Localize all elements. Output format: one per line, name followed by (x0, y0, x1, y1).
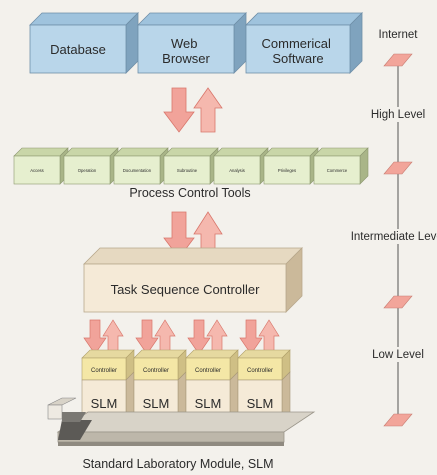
up-arrow-icon (154, 319, 176, 355)
tool-label: Subroutine (177, 168, 198, 173)
level-marker-icon (383, 413, 413, 427)
tool-label: Access (30, 168, 44, 173)
task-sequence-controller-label: Task Sequence Controller (111, 282, 261, 297)
level-label: Low Level (372, 349, 424, 361)
controller-block: Controller (185, 349, 239, 381)
up-arrow-icon (258, 319, 280, 355)
tool-box: Commerce (313, 147, 369, 185)
level-marker-icon (383, 53, 413, 67)
standard-laboratory-module-label: Standard Laboratory Module, SLM (82, 457, 273, 471)
controller-label: Controller (195, 368, 221, 374)
tool-label: Analysis (229, 168, 245, 173)
controller-label: Controller (247, 368, 273, 374)
up-arrow-icon (102, 319, 124, 355)
web-browser-line-2: Browser (162, 51, 210, 66)
up-arrow-icon (206, 319, 228, 355)
slm-label: SLM (143, 396, 170, 411)
controller-block: Controller (81, 349, 135, 381)
tool-label: Commerce (327, 168, 348, 173)
level-marker-icon (383, 295, 413, 309)
controller-block: Controller (237, 349, 291, 381)
top-box-database: Database (29, 12, 139, 74)
level-label: Internet (379, 29, 419, 41)
process-control-tools-label: Process Control Tools (129, 186, 250, 200)
down-arrow-icon (239, 319, 263, 355)
top-box-commercial-software-label: Commerical Software (262, 36, 335, 66)
tool-box: Access (13, 147, 69, 185)
tool-label: Documentation (123, 168, 152, 173)
tool-box: Privileges (263, 147, 319, 185)
controller-label: Controller (143, 368, 169, 374)
down-arrow-icon (187, 319, 211, 355)
level-marker-icon (383, 161, 413, 175)
tool-label: Privileges (278, 168, 296, 173)
task-sequence-controller-box: Task Sequence Controller (83, 247, 303, 313)
tool-box: Subroutine (163, 147, 219, 185)
slm-label: SLM (91, 396, 118, 411)
tool-label: Operation (78, 168, 97, 173)
controller-label: Controller (91, 368, 117, 374)
web-browser-line-1: Web (171, 36, 198, 51)
down-arrow-icon (163, 87, 195, 133)
top-box-web-browser: Web Browser (137, 12, 247, 74)
arrow-pair-2 (163, 211, 223, 259)
level-label: High Level (371, 109, 425, 121)
slm-stack: ControllerSLMControllerSLMControllerSLMC… (81, 319, 291, 425)
commercial-software-line-1: Commerical (262, 36, 331, 51)
process-control-tools-row: Access Operation Documentation Subroutine An… (13, 147, 369, 185)
tool-box: Operation (63, 147, 119, 185)
tool-box: Analysis (213, 147, 269, 185)
top-box-database-label: Database (50, 42, 106, 57)
base-rail (56, 411, 316, 446)
tool-box: Documentation (113, 147, 169, 185)
level-label: Intermediate Level (351, 231, 437, 243)
up-arrow-icon (193, 87, 223, 133)
top-box-commercial-software: Commerical Software (245, 12, 363, 74)
arrow-pair-1 (163, 87, 223, 133)
controller-block: Controller (133, 349, 187, 381)
commercial-software-line-2: Software (272, 51, 323, 66)
gripper-icon (47, 397, 92, 440)
slm-label: SLM (247, 396, 274, 411)
down-arrow-icon (135, 319, 159, 355)
slm-label: SLM (195, 396, 222, 411)
down-arrow-icon (83, 319, 107, 355)
top-box-web-browser-label: Web Browser (162, 36, 210, 66)
